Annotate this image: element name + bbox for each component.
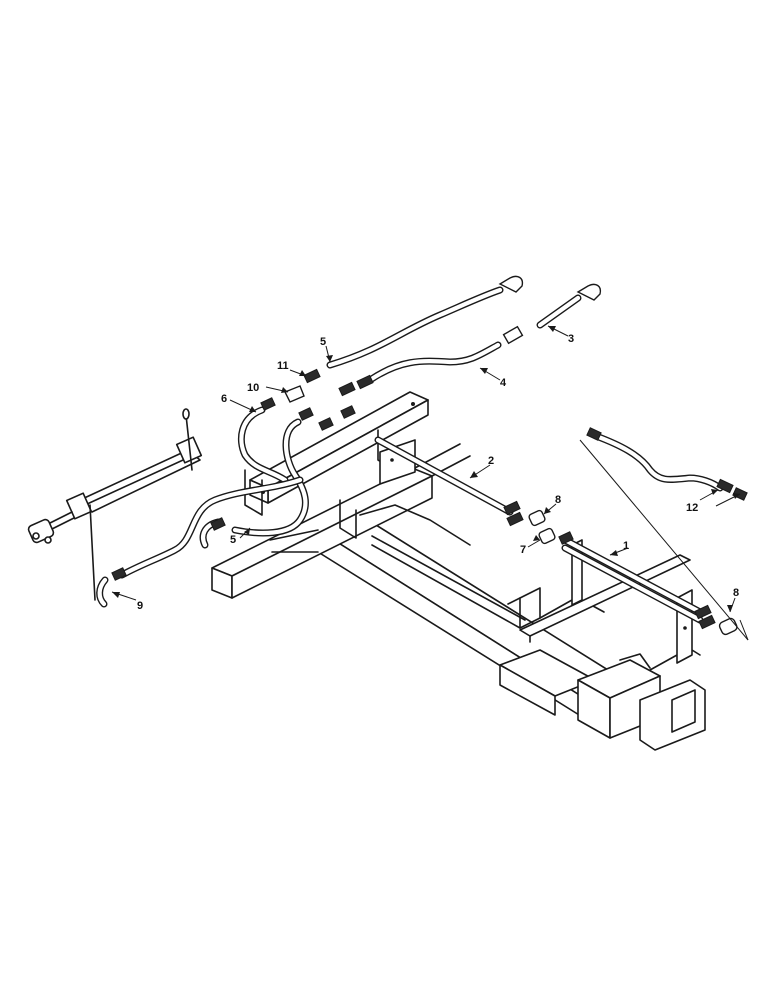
arrow-6	[249, 406, 256, 412]
upright-bracket-right	[649, 589, 701, 671]
saddle-lip	[507, 597, 521, 605]
callout-5-top: 5	[320, 336, 326, 348]
left-strut	[269, 529, 319, 553]
fitting-5-lower	[210, 517, 226, 531]
coupler-8	[528, 509, 546, 527]
main-beam-side	[317, 529, 601, 729]
callout-9: 9	[137, 600, 143, 612]
union-fitting-4	[502, 325, 524, 345]
fitting-2-end	[503, 500, 521, 516]
fitting-1-end-b	[698, 614, 716, 630]
cylinder-pin-line-lower	[89, 504, 96, 601]
fitting-12-start	[586, 427, 602, 441]
callout-6: 6	[221, 393, 227, 405]
callout-5-lower: 5	[230, 534, 236, 546]
tongue-side	[499, 664, 556, 716]
fitting-2-end-b	[506, 511, 524, 527]
callout-7: 7	[520, 544, 526, 556]
clevis-pin-hole	[32, 532, 40, 540]
cylinder-pin-top	[182, 408, 190, 420]
arrow-9	[112, 592, 120, 598]
callout-3: 3	[568, 333, 574, 345]
arrow-7	[533, 535, 540, 541]
main-beam-channel	[371, 535, 526, 629]
fitting-cluster-4	[318, 417, 334, 431]
bracket-hole-1	[411, 402, 415, 406]
cylinder-barrel-line	[84, 454, 195, 506]
arrow-3	[548, 326, 556, 332]
clevis-pin-hole-2	[44, 536, 52, 544]
leader-12-diagonal	[579, 439, 749, 641]
callout-10: 10	[247, 382, 259, 394]
leader-8-right-tip	[739, 619, 749, 641]
callout-4: 4	[500, 377, 507, 389]
arrow-12	[711, 489, 718, 495]
fittings	[111, 275, 748, 636]
bracket-post-mid	[339, 499, 357, 539]
center-mount-plate	[379, 439, 416, 485]
receiver-opening	[671, 689, 696, 733]
arrow-8-right	[727, 605, 733, 612]
callout-12: 12	[686, 502, 698, 514]
fitting-6	[260, 397, 276, 411]
elbow-fitting-top-2	[576, 283, 602, 301]
rear-cross-tube-side	[231, 475, 433, 599]
hitch-brace	[359, 504, 471, 546]
cylinder-pin-line	[185, 414, 193, 471]
callout-8-mid: 8	[555, 494, 561, 506]
arrow-5-lower	[244, 528, 250, 535]
mount-hole-1	[390, 458, 394, 462]
arrow-8-mid	[544, 507, 551, 514]
elbow-fitting-top-1	[498, 275, 524, 293]
tee-fitting-10	[284, 385, 305, 403]
cylinder-barrel	[79, 449, 201, 513]
arrow-4	[480, 368, 488, 374]
bracket-post-left	[244, 469, 263, 516]
arrow-1	[610, 550, 618, 556]
coupler-7	[538, 527, 556, 545]
callout-2: 2	[488, 455, 494, 467]
main-frame	[211, 391, 706, 751]
arrow-10	[281, 387, 288, 393]
arrow-2	[470, 471, 478, 478]
callout-1: 1	[623, 540, 629, 552]
callout-labels: 1 2 3 4 5 5 6 7 7 8 8 9 10 11 12	[137, 333, 739, 612]
fitting-1-end	[694, 604, 712, 620]
arrow-5-top	[326, 355, 333, 362]
cylinder-end-cap	[175, 436, 203, 464]
fitting-1-start	[558, 531, 574, 545]
coupler-8-right	[718, 617, 738, 636]
fitting-cluster-3	[298, 407, 314, 421]
hoses	[96, 286, 724, 624]
callout-11: 11	[277, 360, 289, 372]
arrow-11	[299, 370, 306, 376]
fitting-12-end	[716, 478, 734, 494]
hydraulic-cylinder	[27, 408, 203, 601]
upright-hole-2	[683, 626, 687, 630]
leader-7	[527, 539, 541, 548]
fitting-11	[303, 368, 321, 384]
fitting-9	[111, 567, 127, 581]
leader-lines	[111, 325, 749, 641]
fitting-cluster-5	[340, 405, 356, 419]
cylinder-head	[65, 492, 93, 520]
hitch-gusset	[619, 653, 651, 669]
arrow-12b	[733, 493, 740, 499]
fitting-cluster-1	[338, 381, 356, 397]
callout-8-right: 8	[733, 587, 739, 599]
fitting-cluster-2	[356, 374, 374, 390]
